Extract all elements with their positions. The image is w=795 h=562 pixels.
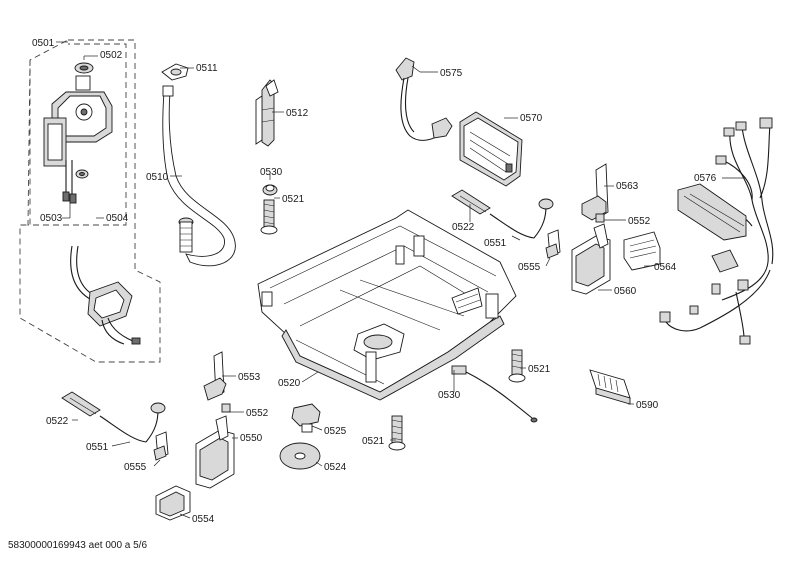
part-filter-0590 [589,369,631,405]
part-screw-0521-bottom [388,415,406,451]
part-clamp-0555-top [545,229,561,259]
label-0530-bottom: 0530 [438,390,461,401]
label-0575: 0575 [440,68,463,79]
part-clamp-0555-bottom [153,431,169,461]
label-0555-top: 0555 [518,262,541,273]
part-cover-0564 [623,231,661,271]
part-disc-0524 [279,442,321,470]
part-base-tub [257,209,517,401]
part-screw-0521-top [260,199,278,235]
part-sensor-0551-top [489,198,554,239]
label-0504: 0504 [106,213,129,224]
label-0552-bottom: 0552 [246,408,269,419]
part-screw-0521-right [508,349,526,383]
part-heater-0522-top [451,189,491,215]
label-0510: 0510 [146,172,169,183]
label-0503: 0503 [40,213,63,224]
part-sensor-0530-bottom [451,365,538,423]
label-0521-top: 0521 [282,194,305,205]
label-0522-top: 0522 [452,222,475,233]
part-clip-0552-bottom [221,403,231,413]
label-0511: 0511 [196,63,218,74]
label-0576: 0576 [694,173,717,184]
label-0552-top: 0552 [628,216,651,227]
part-nut-0530-top [262,184,278,196]
label-0521-bottom: 0521 [362,436,385,447]
label-0520: 0520 [278,378,301,389]
label-0501: 0501 [32,38,55,49]
label-0560: 0560 [614,286,637,297]
group-0501-outline [19,39,161,363]
label-0512: 0512 [286,108,309,119]
label-0555-bottom: 0555 [124,462,147,473]
part-wiring-harness [659,117,774,345]
part-bracket-0560 [571,223,611,295]
part-sensor-0551-bottom [99,402,166,443]
part-inlet-hose [70,245,141,345]
label-0522-bottom: 0522 [46,416,69,427]
part-number-labels: 0501 0502 0503 0504 0510 0511 0512 0530 … [32,38,717,525]
part-bracket-0550 [195,415,235,489]
part-bracket-0512 [255,79,279,147]
part-hose-clip [161,63,189,81]
part-inlet-valve [43,62,113,204]
label-0590: 0590 [636,400,659,411]
part-bracket-0554 [155,485,191,521]
label-0524: 0524 [324,462,347,473]
label-0502: 0502 [100,50,123,61]
label-0563: 0563 [616,181,639,192]
part-heater-0522-bottom [61,391,101,417]
label-0570: 0570 [520,113,543,124]
part-drain-hose [162,85,236,267]
label-0551-bottom: 0551 [86,442,109,453]
document-reference-footer: 58300000169943 aet 000 a 5/6 [8,540,148,551]
label-0525: 0525 [324,426,347,437]
part-housing-0525 [291,403,321,433]
part-bracket-0563 [581,163,609,221]
label-0530-top: 0530 [260,167,283,178]
label-0551-top: 0551 [484,238,507,249]
part-clip-0552-top [595,213,605,223]
part-cable-0575 [395,57,453,141]
label-0553: 0553 [238,372,261,383]
part-bracket-0553 [203,351,227,401]
label-0550: 0550 [240,433,263,444]
leader-lines [56,41,746,519]
label-0554: 0554 [192,514,215,525]
label-0564: 0564 [654,262,677,273]
part-control-module [459,111,523,187]
label-0521-right: 0521 [528,364,551,375]
